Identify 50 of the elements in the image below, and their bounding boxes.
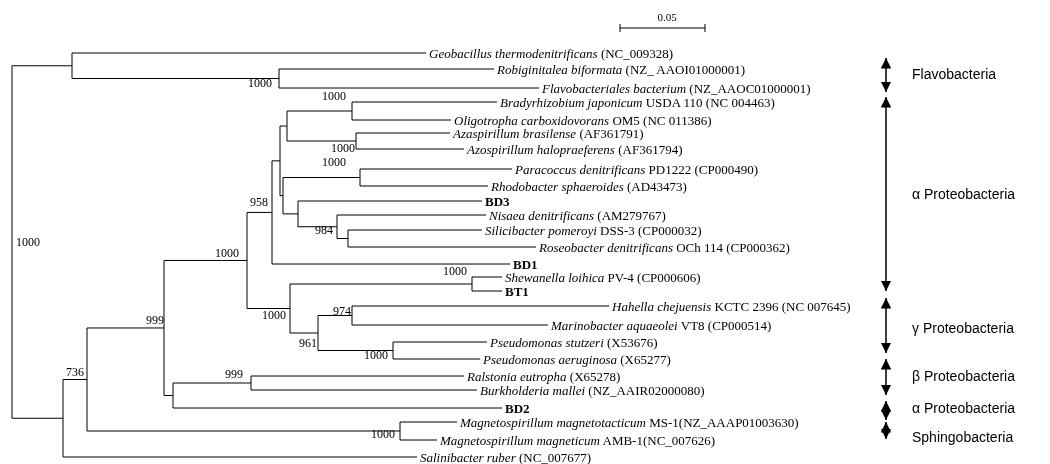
taxon-label: Hahella chejuensis KCTC 2396 (NC 007645) <box>612 299 851 313</box>
taxon-label: Ralstonia eutropha (X65278) <box>467 369 621 383</box>
clade-label: Flavobacteria <box>912 67 997 81</box>
clade-label: Sphingobacteria <box>912 430 1014 444</box>
taxon-label: Roseobacter denitrificans OCh 114 (CP000362) <box>539 240 790 254</box>
bootstrap-value: 984 <box>315 224 333 236</box>
taxon-label: Nisaea denitrificans (AM279767) <box>489 208 666 222</box>
taxon-label: Robiginitalea biformata (NZ_ AAOI01000001) <box>497 62 746 76</box>
bootstrap-value: 1000 <box>262 309 286 321</box>
taxon-label: Salinibacter ruber (NC_007677) <box>420 450 592 464</box>
taxon-label: Geobacillus thermodenitrificans (NC_009328) <box>429 46 674 60</box>
taxon-label: Pseudomonas aeruginosa (X65277) <box>483 352 671 366</box>
bootstrap-value: 736 <box>66 366 84 378</box>
bootstrap-value: 1000 <box>322 90 346 102</box>
taxon-label: Oligotropha carboxidovorans OM5 (NC 011386) <box>454 113 712 127</box>
bootstrap-value: 999 <box>225 368 243 380</box>
bootstrap-value: 961 <box>299 337 317 349</box>
taxon-label: BD3 <box>485 194 510 208</box>
taxon-label: BT1 <box>505 284 529 298</box>
taxon-label: Magnetospirillum magnetotacticum MS-1(NZ_AAAP01003630) <box>460 415 799 429</box>
taxon-label: Pseudomonas stutzeri (X53676) <box>490 335 658 349</box>
clade-label: α Proteobacteria <box>912 401 1016 415</box>
clade-label: γ Proteobacteria <box>912 321 1014 335</box>
taxon-label: Marinobacter aquaeolei VT8 (CP000514) <box>551 318 772 332</box>
taxon-label: BD2 <box>505 401 530 415</box>
taxon-label: Burkholderia mallei (NZ_AAIR02000080) <box>480 383 705 397</box>
bootstrap-value: 1000 <box>371 428 395 440</box>
taxon-label: Rhodobacter sphaeroides (AD43473) <box>491 179 687 193</box>
scale-label: 0.05 <box>657 11 677 23</box>
bootstrap-value: 1000 <box>16 236 40 248</box>
bootstrap-value: 1000 <box>248 77 272 89</box>
bootstrap-value: 958 <box>250 196 268 208</box>
bootstrap-value: 999 <box>146 314 164 326</box>
taxon-label: Paracoccus denitrificans PD1222 (CP000490) <box>515 162 759 176</box>
clade-label: α Proteobacteria <box>912 187 1016 201</box>
taxon-label: BD1 <box>513 257 538 271</box>
bootstrap-value: 1000 <box>364 349 388 361</box>
taxon-label: Flavobacteriales bacterium (NZ_AAOC01000001) <box>542 81 811 95</box>
taxon-label: Magnetospirillum magneticum AMB-1(NC_007626) <box>440 433 716 447</box>
bootstrap-value: 1000 <box>443 265 467 277</box>
taxon-label: Shewanella loihica PV-4 (CP000606) <box>505 270 701 284</box>
bootstrap-value: 1000 <box>322 156 346 168</box>
taxon-label: Azaspirillum brasilense (AF361791) <box>453 126 644 140</box>
clade-label: β Proteobacteria <box>912 369 1015 383</box>
bootstrap-value: 1000 <box>215 247 239 259</box>
bootstrap-value: 974 <box>333 305 351 317</box>
taxon-label: Bradyrhizobium japonicum USDA 110 (NC 004463) <box>500 95 775 109</box>
bootstrap-value: 1000 <box>331 142 355 154</box>
taxon-label: Azospirillum halopraeferens (AF361794) <box>467 142 683 156</box>
taxon-label: Silicibacter pomeroyi DSS-3 (CP000032) <box>485 223 702 237</box>
